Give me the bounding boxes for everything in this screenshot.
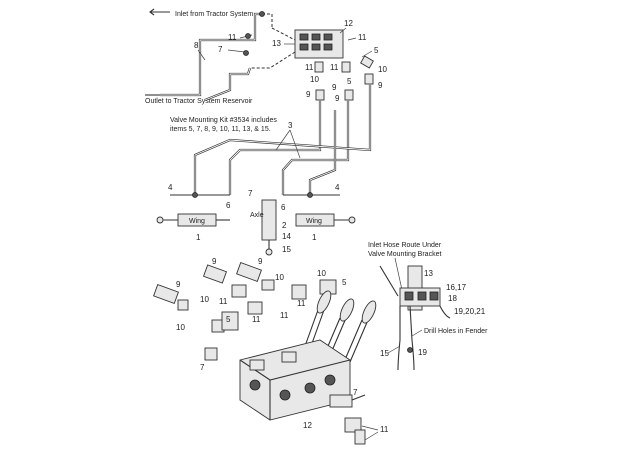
callout-13-right: 13 (424, 269, 433, 278)
callout-18: 18 (448, 294, 457, 303)
kit-line-1: Valve Mounting Kit #3534 includes (170, 117, 277, 124)
callout-12-low: 12 (303, 421, 312, 430)
drill-holes-label: Drill Holes in Fender (424, 328, 488, 335)
callout-19-20-21: 19,20,21 (454, 307, 486, 316)
callout-10-low-c: 10 (275, 273, 284, 282)
lower-valve-body: 12 7 11 (239, 339, 389, 445)
callout-11-low-d: 11 (219, 297, 228, 306)
callout-10-mid: 10 (310, 75, 319, 84)
callout-11-mid-b: 11 (330, 63, 339, 72)
top-valve-block: 12 13 11 5 11 7 (218, 19, 379, 69)
callout-9-low: 9 (335, 94, 340, 103)
callout-15-axle: 15 (282, 245, 291, 254)
callout-8: 8 (194, 41, 199, 50)
callout-6-right: 6 (281, 203, 286, 212)
callout-7-top: 7 (218, 45, 223, 54)
inlet-label: Inlet from Tractor System (175, 11, 253, 18)
inlet-route-line-2: Valve Mounting Bracket (368, 251, 441, 258)
callout-11-mid: 11 (305, 63, 314, 72)
callout-5-low-b: 5 (226, 315, 231, 324)
callout-6-left: 6 (226, 201, 231, 210)
callout-4-left: 4 (168, 183, 173, 192)
callout-4-right: 4 (335, 183, 340, 192)
wing-left-label: Wing (189, 218, 205, 225)
callout-9-left: 9 (306, 90, 311, 99)
callout-11-left: 11 (228, 33, 237, 42)
callout-11-bottom: 11 (380, 425, 389, 434)
outlet-label: Outlet to Tractor System Reservoir (145, 98, 253, 105)
callout-7-low: 7 (200, 363, 205, 372)
inlet-route-line-1: Inlet Hose Route Under (368, 242, 442, 249)
callout-19-right: 19 (418, 348, 427, 357)
callout-2: 2 (282, 221, 287, 230)
callout-9-mid: 9 (332, 83, 337, 92)
callout-7-low-b: 7 (353, 388, 358, 397)
tractor-lines: Inlet from Tractor System Outlet to Trac… (145, 8, 273, 105)
callout-7-axle: 7 (248, 189, 253, 198)
callout-10-low-a: 10 (200, 295, 209, 304)
callout-9-low-a: 9 (176, 280, 181, 289)
callout-5-mid: 5 (347, 77, 352, 86)
callout-14: 14 (282, 232, 291, 241)
callout-5-low: 5 (342, 278, 347, 287)
callout-9-low-c: 9 (258, 257, 263, 266)
callout-10-right: 10 (378, 65, 387, 74)
callout-1-right: 1 (312, 233, 317, 242)
callout-10-low-b: 10 (176, 323, 185, 332)
callout-9-right: 9 (378, 81, 383, 90)
callout-11-low-c: 11 (297, 299, 306, 308)
callout-16-17: 16,17 (446, 283, 467, 292)
callout-11-low-b: 11 (280, 311, 289, 320)
callout-11-low-a: 11 (252, 315, 261, 324)
callout-9-low-b: 9 (212, 257, 217, 266)
callout-1-left: 1 (196, 233, 201, 242)
axle-label: Axle (250, 212, 264, 219)
kit-line-2: items 5, 7, 8, 9, 10, 11, 13, & 15. (170, 126, 271, 133)
cylinders: 4 4 6 6 7 Wing 1 Wing 1 Axle 14 15 2 (156, 183, 356, 256)
callout-3: 3 (288, 121, 293, 130)
callout-12: 12 (344, 19, 353, 28)
mounting-bracket: Inlet Hose Route Under Valve Mounting Br… (368, 242, 488, 371)
callout-13-top: 13 (272, 39, 281, 48)
callout-11-top-a: 11 (358, 33, 367, 42)
callout-10-low-d: 10 (317, 269, 326, 278)
callout-5-top: 5 (374, 46, 379, 55)
lower-fittings: 9 9 9 10 10 10 10 5 11 11 11 11 5 7 (153, 257, 347, 372)
callout-15-right: 15 (380, 349, 389, 358)
wing-right-label: Wing (306, 218, 322, 225)
main-hoses: 3 (193, 84, 372, 195)
top-fittings: 11 11 10 10 9 9 9 9 5 (305, 55, 387, 103)
